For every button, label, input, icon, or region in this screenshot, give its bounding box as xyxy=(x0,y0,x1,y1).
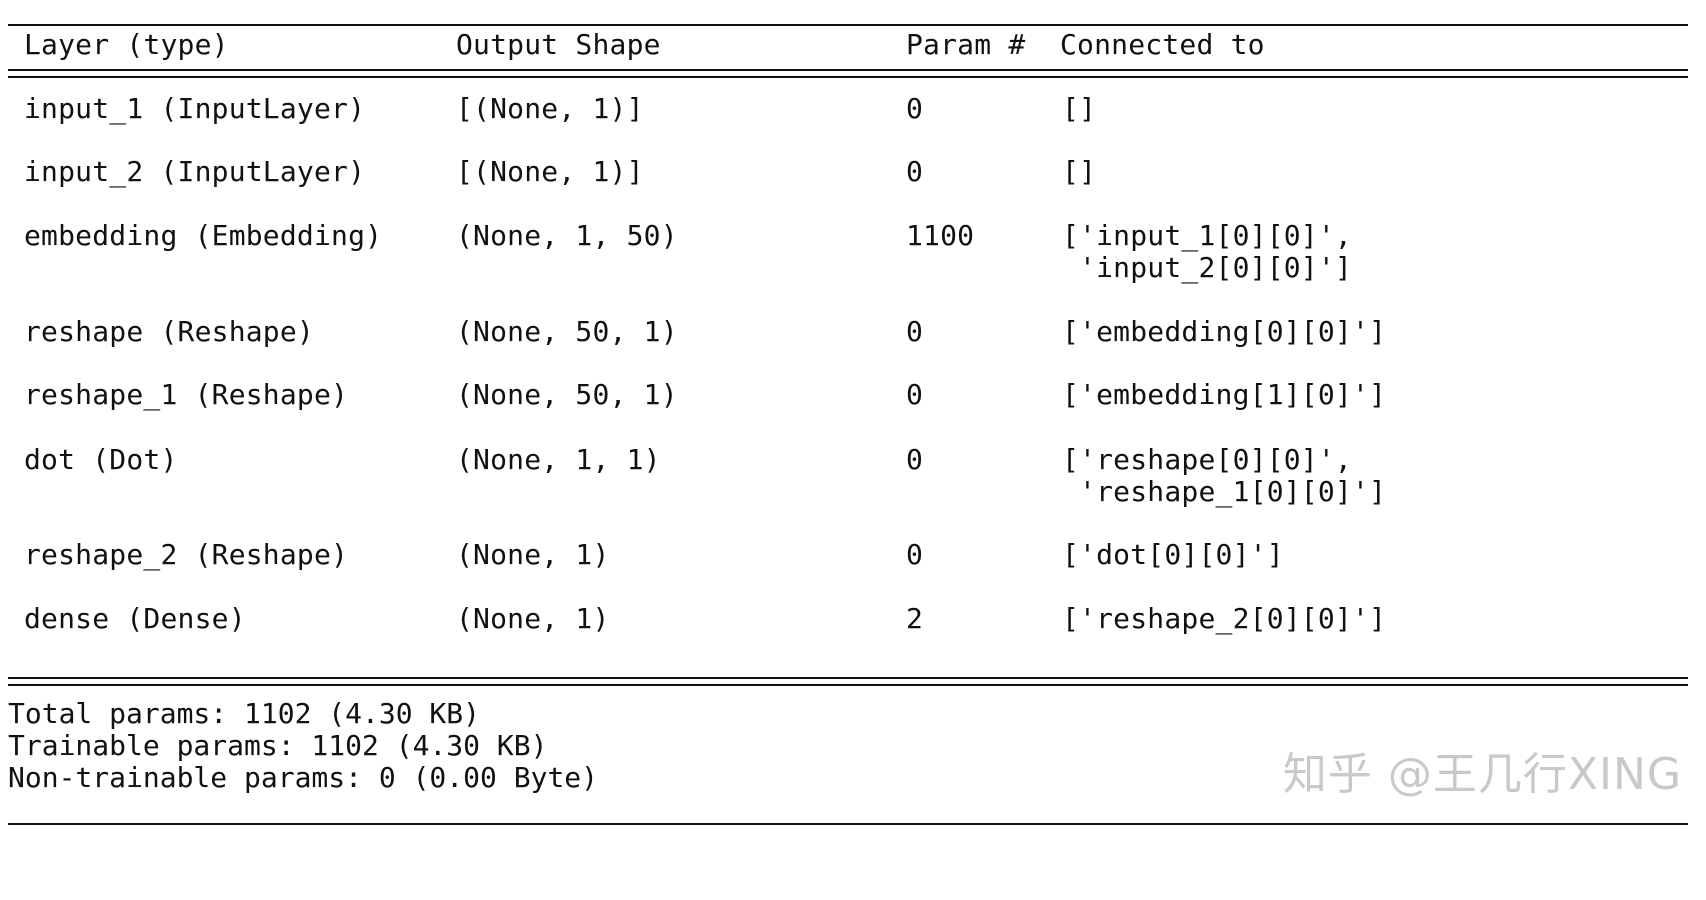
output-shape: (None, 50, 1) xyxy=(456,378,678,411)
param-count: 0 xyxy=(906,155,924,188)
connected-to: [] xyxy=(1062,155,1097,188)
header-param: Param # xyxy=(906,28,1026,61)
top-rule xyxy=(8,24,1688,26)
trainable-params: Trainable params: 1102 (4.30 KB) xyxy=(8,729,548,762)
header-separator xyxy=(8,69,1688,78)
connected-to: ['input_1[0][0]', xyxy=(1062,219,1352,252)
total-params: Total params: 1102 (4.30 KB) xyxy=(8,697,481,730)
param-count: 2 xyxy=(906,602,924,635)
output-shape: (None, 1) xyxy=(456,538,610,571)
header-layer: Layer (type) xyxy=(24,28,229,61)
connected-to-continued: 'reshape_1[0][0]'] xyxy=(1062,475,1387,508)
layer-name: input_1 (InputLayer) xyxy=(24,92,366,125)
connected-to-continued: 'input_2[0][0]'] xyxy=(1062,251,1352,284)
layer-name: dot (Dot) xyxy=(24,443,178,476)
bottom-rule xyxy=(8,823,1688,825)
output-shape: [(None, 1)] xyxy=(456,155,644,188)
layer-name: embedding (Embedding) xyxy=(24,219,383,252)
param-count: 0 xyxy=(906,443,924,476)
output-shape: (None, 50, 1) xyxy=(456,315,678,348)
connected-to: ['reshape_2[0][0]'] xyxy=(1062,602,1387,635)
param-count: 0 xyxy=(906,92,924,125)
connected-to: ['embedding[0][0]'] xyxy=(1062,315,1387,348)
output-shape: (None, 1, 50) xyxy=(456,219,678,252)
layer-name: reshape_1 (Reshape) xyxy=(24,378,349,411)
layer-name: dense (Dense) xyxy=(24,602,246,635)
param-count: 1100 xyxy=(906,219,975,252)
connected-to: ['dot[0][0]'] xyxy=(1062,538,1284,571)
layer-name: input_2 (InputLayer) xyxy=(24,155,366,188)
connected-to: ['reshape[0][0]', xyxy=(1062,443,1352,476)
output-shape: [(None, 1)] xyxy=(456,92,644,125)
connected-to: ['embedding[1][0]'] xyxy=(1062,378,1387,411)
layer-name: reshape (Reshape) xyxy=(24,315,314,348)
connected-to: [] xyxy=(1062,92,1097,125)
output-shape: (None, 1, 1) xyxy=(456,443,661,476)
summary-separator xyxy=(8,677,1688,686)
watermark: 知乎 @王几行XING xyxy=(1282,749,1682,800)
header-connected-to: Connected to xyxy=(1060,28,1265,61)
layer-name: reshape_2 (Reshape) xyxy=(24,538,349,571)
header-output-shape: Output Shape xyxy=(456,28,661,61)
param-count: 0 xyxy=(906,378,924,411)
param-count: 0 xyxy=(906,538,924,571)
non-trainable-params: Non-trainable params: 0 (0.00 Byte) xyxy=(8,761,599,794)
param-count: 0 xyxy=(906,315,924,348)
output-shape: (None, 1) xyxy=(456,602,610,635)
